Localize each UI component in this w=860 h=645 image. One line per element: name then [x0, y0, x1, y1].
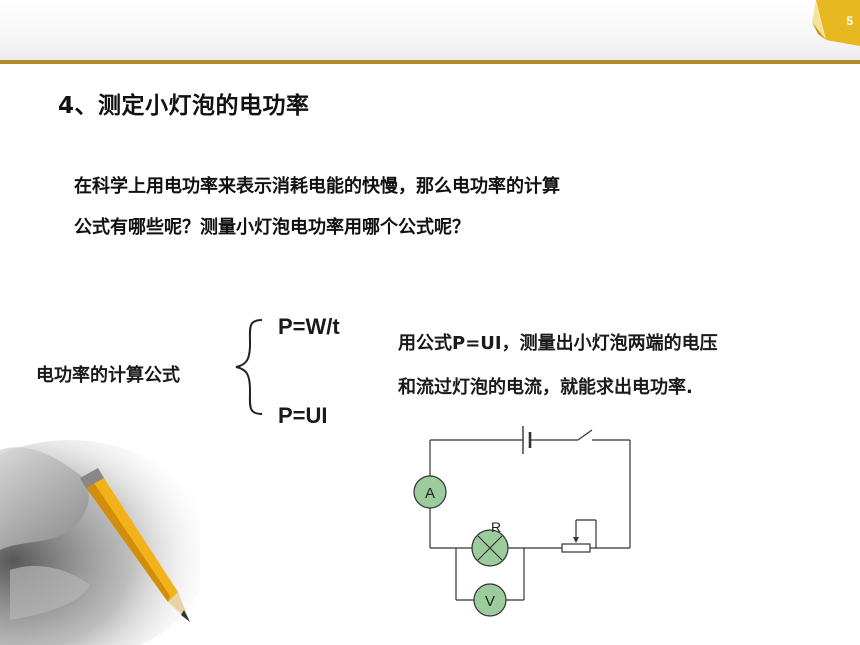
rheostat-slider-arrow — [573, 537, 579, 543]
page-number: 5 — [846, 14, 853, 28]
page-curl-corner — [812, 0, 860, 46]
resistor-label: R — [491, 519, 501, 535]
intro-line: 公式有哪些呢？测量小灯泡电功率用哪个公式呢？ — [74, 217, 470, 238]
explanation-line: 和流过灯泡的电流，就能求出电功率. — [398, 377, 693, 398]
lamp-icon — [471, 529, 509, 567]
formula-label: 电功率的计算公式 — [36, 365, 180, 386]
switch-icon — [577, 429, 593, 441]
battery-icon — [522, 426, 532, 454]
explanation-line: 用公式P=UI，测量出小灯泡两端的电压 — [398, 333, 718, 354]
pencil-hand-illustration — [0, 440, 200, 645]
curly-brace — [235, 319, 263, 415]
circuit-diagram: A R V — [413, 426, 631, 617]
slide-title: 4、测定小灯泡的电功率 — [58, 93, 310, 119]
voltmeter-icon: V — [473, 583, 507, 617]
rheostat-icon — [561, 543, 591, 553]
header-band — [0, 0, 860, 62]
intro-paragraph: 在科学上用电功率来表示消耗电能的快慢，那么电功率的计算 公式有哪些呢？测量小灯泡… — [74, 166, 560, 248]
circuit-wires — [429, 439, 631, 601]
ammeter-icon: A — [413, 475, 447, 509]
intro-line: 在科学上用电功率来表示消耗电能的快慢，那么电功率的计算 — [74, 176, 560, 197]
formula-power-voltage-current: P=UI — [278, 403, 328, 428]
formula-power-work-time: P=W/t — [278, 314, 340, 339]
header-rule — [0, 60, 860, 64]
voltmeter-label: V — [485, 593, 495, 610]
explanation-text: 用公式P=UI，测量出小灯泡两端的电压 和流过灯泡的电流，就能求出电功率. — [398, 322, 718, 410]
ammeter-label: A — [425, 485, 435, 502]
